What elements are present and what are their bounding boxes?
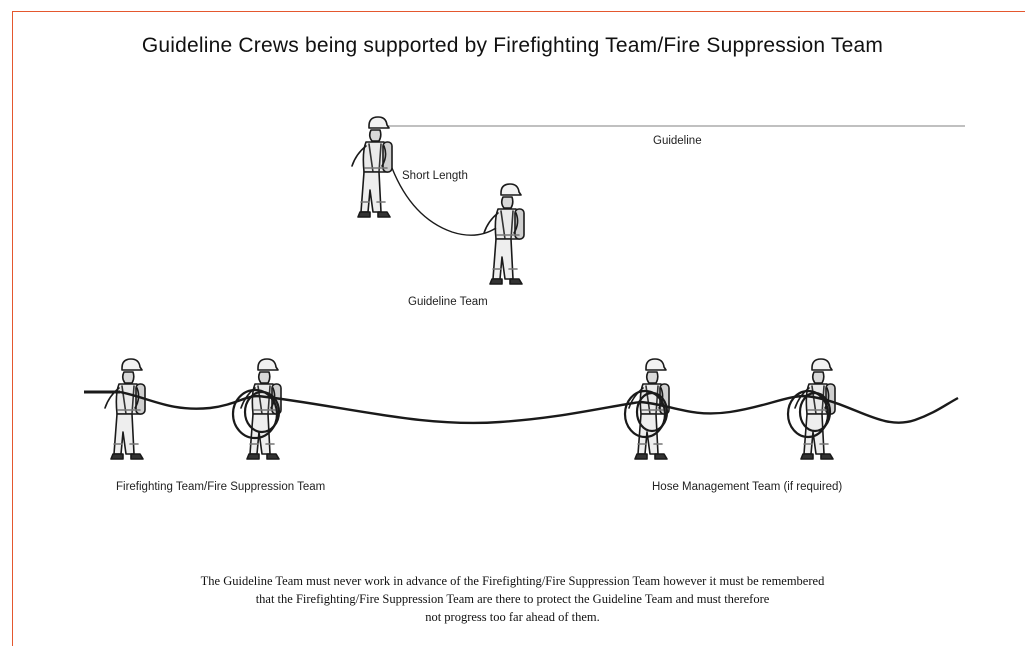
hose-coils [231,388,832,440]
caption-line-1: The Guideline Team must never work in ad… [200,574,825,588]
guideline-team-member-2 [483,183,525,285]
guideline-label: Guideline [653,135,702,147]
caption-line-2: that the Firefighting/Fire Suppression T… [255,592,770,606]
explanatory-caption: The Guideline Team must never work in ad… [0,572,1025,626]
hose-management-member-1 [628,358,670,460]
guideline-team-label: Guideline Team [408,296,488,308]
diagram-title: Guideline Crews being supported by Firef… [141,34,884,57]
guideline-team-member-1 [351,116,393,218]
hose-management-team-label: Hose Management Team (if required) [652,481,843,493]
short-length-line [391,167,497,236]
firefighting-team-member-2 [240,358,282,460]
caption-line-3: not progress too far ahead of them. [425,610,600,624]
firefighting-team-label: Firefighting Team/Fire Suppression Team [116,481,326,493]
firefighting-team-member-1 [104,358,146,460]
page-frame [12,11,1025,646]
short-length-label: Short Length [402,170,468,182]
